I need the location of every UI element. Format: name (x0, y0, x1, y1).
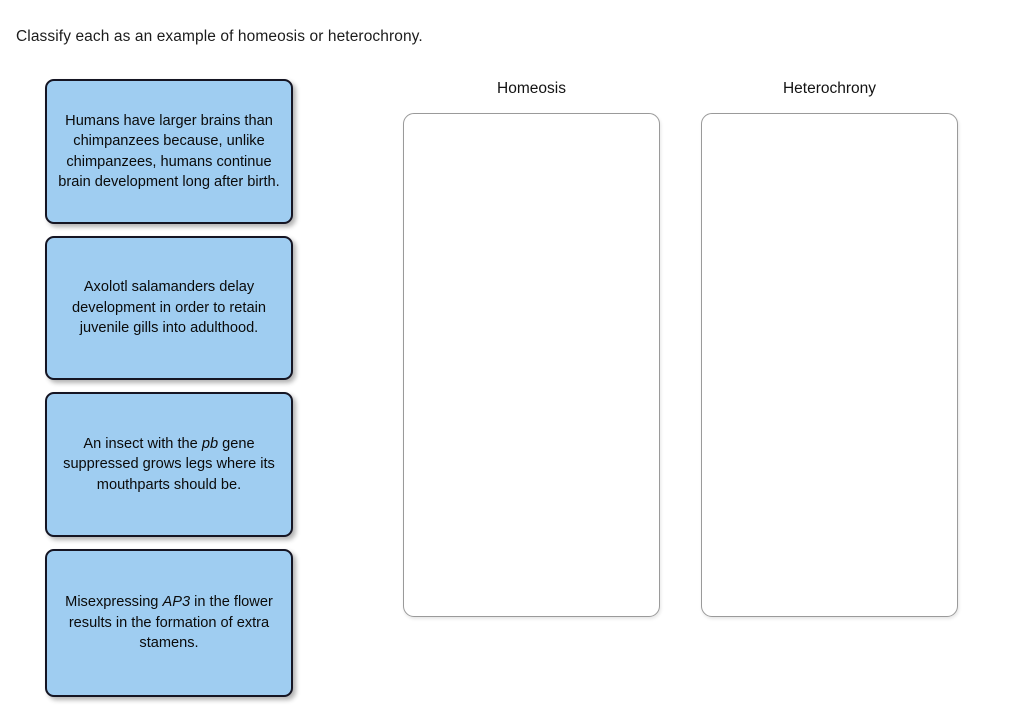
draggable-card-ap3-extra-stamens[interactable]: Misexpressing AP3 in the flower results … (45, 549, 293, 697)
draggable-card-list: Humans have larger brains than chimpanze… (45, 79, 293, 697)
question-prompt: Classify each as an example of homeosis … (16, 28, 423, 45)
draggable-card-human-brain-development[interactable]: Humans have larger brains than chimpanze… (45, 79, 293, 224)
draggable-card-label: Misexpressing AP3 in the flower results … (65, 594, 273, 652)
drop-zone-box-homeosis[interactable] (403, 113, 660, 617)
draggable-card-insect-pb-gene[interactable]: An insect with the pb gene suppressed gr… (45, 392, 293, 537)
draggable-card-axolotl-juvenile-gills[interactable]: Axolotl salamanders delay development in… (45, 236, 293, 380)
draggable-card-label: Humans have larger brains than chimpanze… (58, 112, 280, 191)
draggable-card-label: An insect with the pb gene suppressed gr… (63, 435, 275, 493)
drop-zone-box-heterochrony[interactable] (701, 113, 958, 617)
drop-zone-title-heterochrony: Heterochrony (782, 80, 877, 97)
draggable-card-label: Axolotl salamanders delay development in… (72, 279, 266, 337)
drop-zone-title-homeosis: Homeosis (497, 80, 566, 97)
